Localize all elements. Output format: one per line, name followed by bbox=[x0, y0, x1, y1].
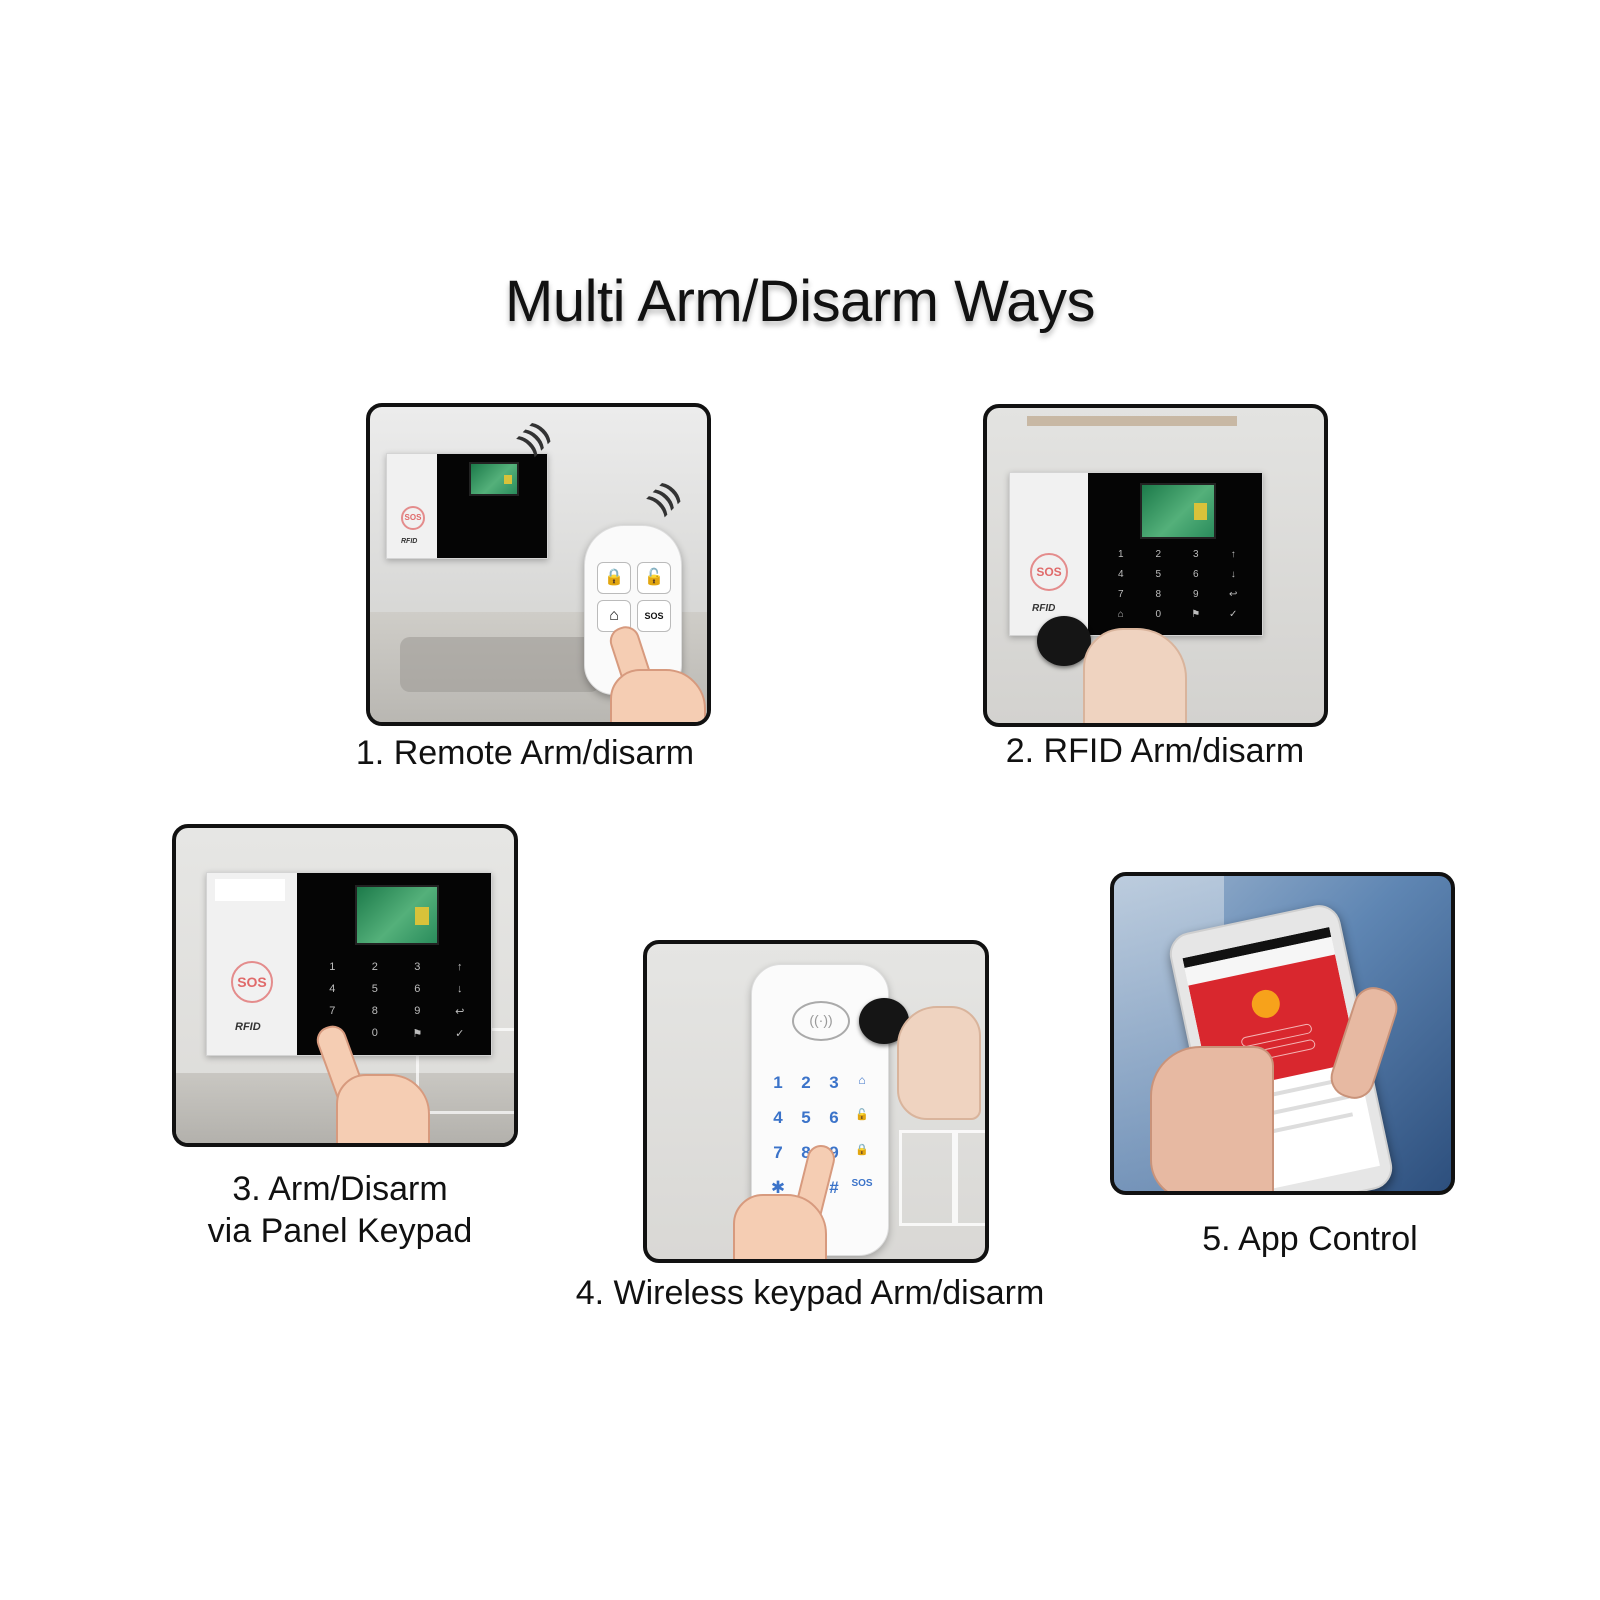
key: 7 bbox=[329, 1005, 336, 1017]
key: 5 bbox=[371, 983, 378, 995]
caption-line-1: 3. Arm/Disarm bbox=[232, 1170, 448, 1208]
caption-panel-keypad: 3. Arm/Disarm via Panel Keypad bbox=[160, 1168, 520, 1252]
caption-line-2: via Panel Keypad bbox=[207, 1212, 473, 1250]
panel-lcd bbox=[1140, 483, 1216, 539]
key: 🔒 bbox=[855, 1144, 869, 1156]
key: 2 bbox=[801, 1073, 811, 1092]
key: ↑ bbox=[457, 961, 463, 973]
sos-button: SOS bbox=[1030, 553, 1068, 591]
key: 9 bbox=[1192, 589, 1199, 600]
wireless-keypad-image: ((·)) 123⌂ 456🔓 789🔒 ✱0#SOS bbox=[643, 940, 989, 1263]
rfid-label: RFID bbox=[1032, 603, 1056, 614]
key: 6 bbox=[829, 1108, 839, 1127]
rfid-label: RFID bbox=[401, 538, 418, 545]
rfid-tag bbox=[1037, 616, 1091, 666]
key: 7 bbox=[773, 1143, 783, 1162]
key: ✱ bbox=[770, 1178, 786, 1197]
caption-rfid: 2. RFID Arm/disarm bbox=[1005, 732, 1305, 770]
panel-keypad-image: SOS RFID 123↑ 456↓ 789↩ ⌂0⚑✓ bbox=[172, 824, 518, 1147]
key: 6 bbox=[1192, 569, 1199, 580]
key: 6 bbox=[414, 983, 421, 995]
key: 1 bbox=[1117, 549, 1124, 560]
hand bbox=[733, 1194, 827, 1259]
rfid-arm-image: SOS RFID 1 2 3 ↑ 4 5 6 ↓ 7 8 9 ↩ ⌂ 0 ⚑ ✓ bbox=[983, 404, 1328, 727]
app-control-image bbox=[1110, 872, 1455, 1195]
key: 8 bbox=[371, 1005, 378, 1017]
key: 2 bbox=[1155, 549, 1162, 560]
hand bbox=[897, 1006, 981, 1120]
key: 9 bbox=[414, 1005, 421, 1017]
key: 5 bbox=[801, 1108, 811, 1127]
remote-control: 🔒 🔓 ⌂ SOS bbox=[584, 525, 682, 695]
key: 0 bbox=[371, 1027, 378, 1039]
key: 1 bbox=[773, 1073, 783, 1092]
panel-keypad: 1 2 3 ↑ 4 5 6 ↓ 7 8 9 ↩ ⌂ 0 ⚑ ✓ bbox=[1102, 549, 1252, 627]
alarm-panel: SOS RFID 123↑ 456↓ 789↩ ⌂0⚑✓ bbox=[206, 872, 492, 1056]
key: ✓ bbox=[1229, 609, 1238, 620]
hand bbox=[1083, 628, 1187, 723]
remote-arm-image: SOS RFID ))) ))) 🔒 🔓 ⌂ SOS bbox=[366, 403, 711, 726]
unlock-icon: 🔓 bbox=[637, 562, 671, 594]
key: ↓ bbox=[1230, 569, 1236, 580]
panel-lcd bbox=[355, 885, 439, 945]
key: 1 bbox=[329, 961, 336, 973]
key: 3 bbox=[414, 961, 421, 973]
wifi-signal-icon: ))) bbox=[642, 475, 685, 518]
caption-app-control: 5. App Control bbox=[1202, 1220, 1418, 1258]
alarm-panel: SOS RFID 1 2 3 ↑ 4 5 6 ↓ 7 8 9 ↩ ⌂ 0 ⚑ ✓ bbox=[1009, 472, 1263, 636]
key: 4 bbox=[1117, 569, 1124, 580]
key: 4 bbox=[773, 1108, 783, 1127]
remote-sos-button: SOS bbox=[637, 600, 671, 632]
hand bbox=[610, 669, 706, 722]
wifi-signal-icon: ))) bbox=[512, 415, 555, 458]
panel-screen bbox=[437, 454, 547, 558]
caption-wireless-keypad: 4. Wireless keypad Arm/disarm bbox=[575, 1274, 1045, 1312]
key: ↩ bbox=[1229, 589, 1238, 600]
page-title: Multi Arm/Disarm Ways bbox=[505, 269, 1095, 334]
key: 0 bbox=[1155, 609, 1162, 620]
key: 7 bbox=[1117, 589, 1124, 600]
hand bbox=[1150, 1046, 1274, 1191]
hand bbox=[336, 1074, 430, 1143]
key: ⚑ bbox=[1191, 609, 1201, 620]
caption-remote: 1. Remote Arm/disarm bbox=[355, 734, 695, 772]
alarm-panel: SOS RFID bbox=[386, 453, 548, 559]
key: 4 bbox=[329, 983, 336, 995]
key: ⌂ bbox=[858, 1073, 866, 1087]
lock-icon: 🔒 bbox=[597, 562, 631, 594]
key: ↑ bbox=[1230, 549, 1236, 560]
key: ⌂ bbox=[1117, 609, 1124, 620]
key: ↩ bbox=[455, 1006, 465, 1018]
key: 8 bbox=[801, 1143, 811, 1162]
key: 🔓 bbox=[855, 1109, 869, 1121]
alarm-status-icon bbox=[1249, 987, 1283, 1021]
key: ✓ bbox=[455, 1028, 465, 1040]
key: 3 bbox=[1192, 549, 1199, 560]
key: 3 bbox=[829, 1073, 839, 1092]
key: # bbox=[829, 1178, 839, 1197]
key: ⚑ bbox=[412, 1028, 423, 1040]
key: ↓ bbox=[457, 983, 463, 995]
panel-lcd bbox=[469, 462, 519, 496]
key: 5 bbox=[1155, 569, 1162, 580]
panel-screen: 1 2 3 ↑ 4 5 6 ↓ 7 8 9 ↩ ⌂ 0 ⚑ ✓ bbox=[1088, 473, 1262, 635]
sos-button: SOS bbox=[401, 506, 425, 530]
key: 2 bbox=[371, 961, 378, 973]
rfid-reader-icon: ((·)) bbox=[792, 1001, 850, 1041]
sos-button: SOS bbox=[231, 961, 273, 1003]
rfid-label: RFID bbox=[235, 1021, 261, 1033]
key: 8 bbox=[1155, 589, 1162, 600]
key: SOS bbox=[851, 1178, 873, 1189]
